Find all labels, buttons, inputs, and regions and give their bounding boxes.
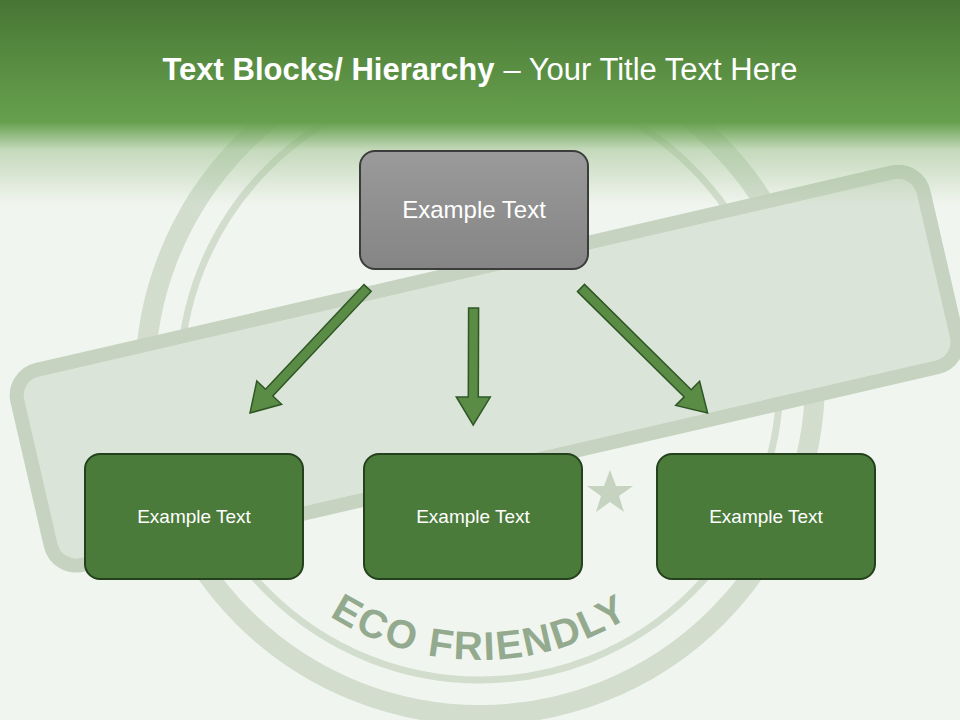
box-text: Example Text <box>402 196 546 224</box>
child-box: Example Text <box>656 453 876 580</box>
child-box: Example Text <box>363 453 583 580</box>
stamp-watermark-text: ECO FRIENDLY <box>325 585 635 668</box>
parent-box: Example Text <box>359 150 589 270</box>
stamp-star <box>587 470 633 512</box>
block-arrow <box>578 284 708 413</box>
box-text: Example Text <box>137 506 251 528</box>
slide-title: Text Blocks/ Hierarchy <box>162 52 494 88</box>
title-subtext: – Your Title Text Here <box>503 52 797 88</box>
title-row: Text Blocks/ Hierarchy– Your Title Text … <box>0 52 960 88</box>
block-arrow <box>456 308 490 425</box>
box-text: Example Text <box>416 506 530 528</box>
block-arrow <box>250 285 371 413</box>
box-text: Example Text <box>709 506 823 528</box>
child-box: Example Text <box>84 453 304 580</box>
